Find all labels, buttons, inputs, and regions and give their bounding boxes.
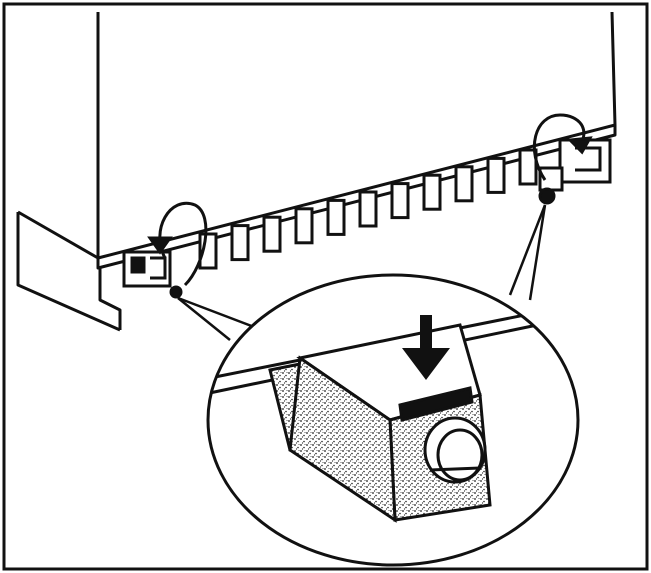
rotate-arrow-icon [147, 201, 208, 287]
left-leveling-foot [122, 250, 183, 299]
vent-slot [358, 190, 378, 228]
vent-slot [262, 215, 282, 253]
vent-slot [326, 198, 346, 236]
vent-slot [390, 182, 410, 220]
vent-slot [518, 148, 538, 186]
appliance-body [16, 11, 617, 332]
rotate-arrow-icon [532, 113, 593, 181]
down-arrow-icon [402, 315, 450, 380]
magnified-detail [206, 273, 580, 567]
vent-slot [230, 224, 250, 262]
vent-slot [486, 156, 506, 194]
callout-lines [177, 204, 547, 341]
vent-slot [422, 173, 442, 211]
vent-slot [454, 165, 474, 203]
vent-slot [294, 207, 314, 245]
